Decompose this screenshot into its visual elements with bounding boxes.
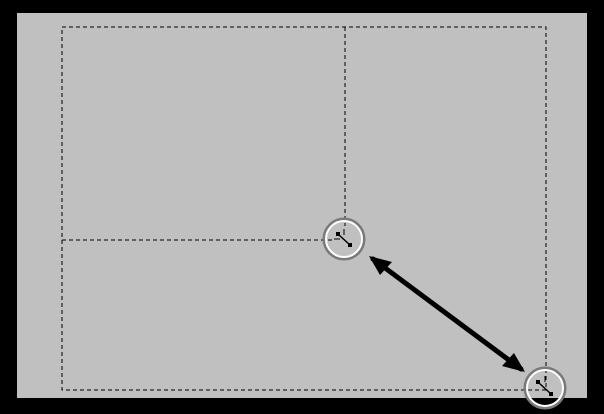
outer-selection-rect <box>61 26 547 391</box>
resize-handle-center[interactable] <box>322 217 366 261</box>
resize-handle-icon <box>334 229 352 247</box>
resize-handle-icon <box>536 376 553 396</box>
canvas-area <box>17 13 587 398</box>
double-arrow-icon <box>369 256 525 372</box>
resize-handle-corner[interactable] <box>523 366 567 410</box>
